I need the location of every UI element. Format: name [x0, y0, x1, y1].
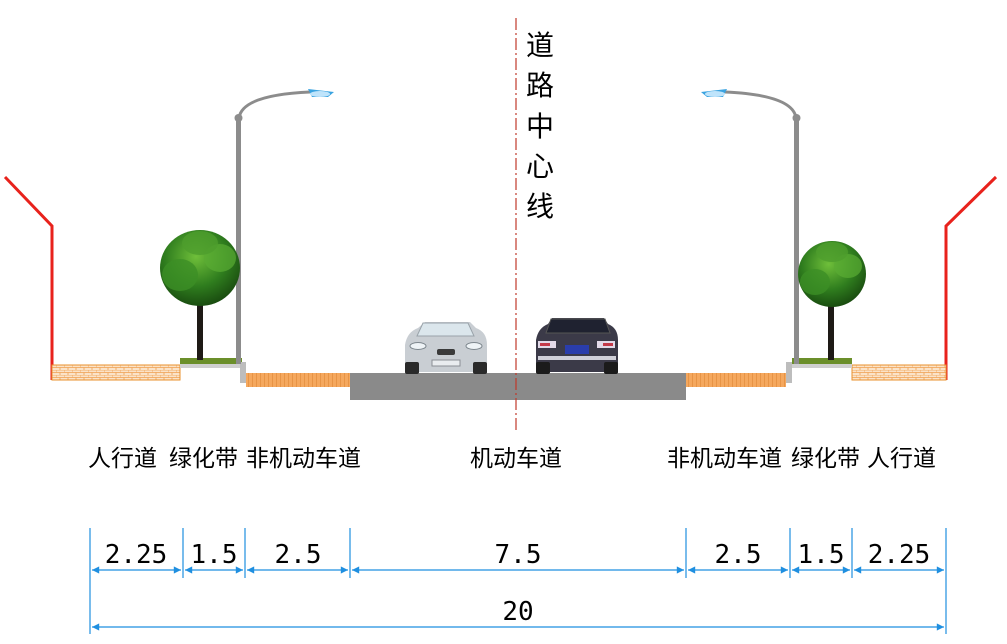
dim-left-sidewalk: 2.25 [105, 540, 168, 570]
left-street-light [234, 89, 334, 364]
label-right-sidewalk: 人行道 [867, 446, 936, 472]
center-line-label: 道 路 中 心 线 [526, 29, 554, 223]
dim-right-green-belt: 1.5 [798, 540, 845, 570]
center-line-char: 中 [526, 110, 554, 143]
right-curb [786, 362, 792, 383]
dim-right-sidewalk: 2.25 [868, 540, 931, 570]
left-sidewalk-paving [51, 364, 181, 381]
center-line-char: 线 [526, 190, 554, 223]
dim-left-non-motor-lane: 2.5 [275, 540, 322, 570]
left-green-belt-strip [180, 358, 242, 364]
left-property-line [3, 175, 54, 380]
right-green-belt-curb [792, 364, 852, 368]
label-right-green-belt: 绿化带 [791, 446, 860, 472]
left-tree [160, 230, 240, 360]
left-green-belt-curb [180, 364, 242, 368]
label-left-green-belt: 绿化带 [169, 446, 238, 472]
label-motor-lane: 机动车道 [470, 446, 562, 472]
right-street-light [701, 89, 801, 364]
dim-left-green-belt: 1.5 [191, 540, 238, 570]
right-property-line [944, 175, 998, 380]
dim-right-non-motor-lane: 2.5 [715, 540, 762, 570]
label-left-sidewalk: 人行道 [88, 446, 157, 472]
right-non-motor-lane-surface [686, 373, 786, 387]
dimension-lines [89, 528, 947, 634]
right-tree [798, 241, 866, 360]
center-line-char: 道 [526, 29, 554, 62]
right-green-belt-strip [792, 358, 852, 364]
dark-car [536, 318, 618, 374]
center-line-char: 心 [526, 150, 554, 183]
silver-car [405, 322, 487, 374]
right-sidewalk-paving [851, 364, 947, 381]
dim-total: 20 [502, 597, 533, 627]
left-curb [240, 362, 246, 383]
label-right-non-motor-lane: 非机动车道 [667, 446, 782, 472]
left-non-motor-lane-surface [246, 373, 350, 387]
label-left-non-motor-lane: 非机动车道 [246, 446, 361, 472]
dim-motor-lane: 7.5 [495, 540, 542, 570]
center-line-char: 路 [526, 69, 554, 102]
motor-lane-surface [350, 373, 686, 400]
